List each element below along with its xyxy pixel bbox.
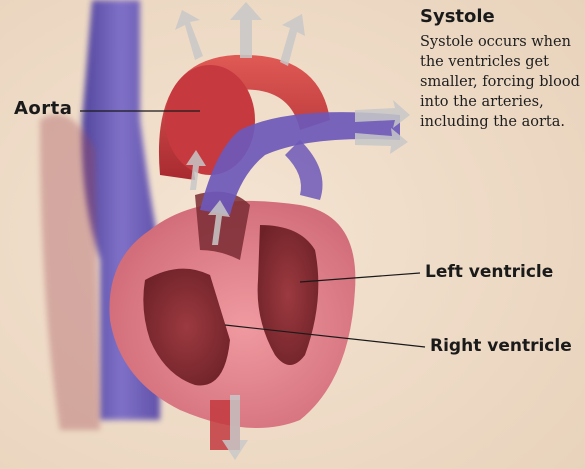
right-ventricle-label: Right ventricle (430, 336, 572, 356)
systole-title: Systole (420, 6, 495, 27)
left-ventricle-label: Left ventricle (425, 262, 553, 282)
aorta-label: Aorta (14, 98, 72, 119)
systole-description: Systole occurs when the ventricles get s… (420, 32, 580, 132)
